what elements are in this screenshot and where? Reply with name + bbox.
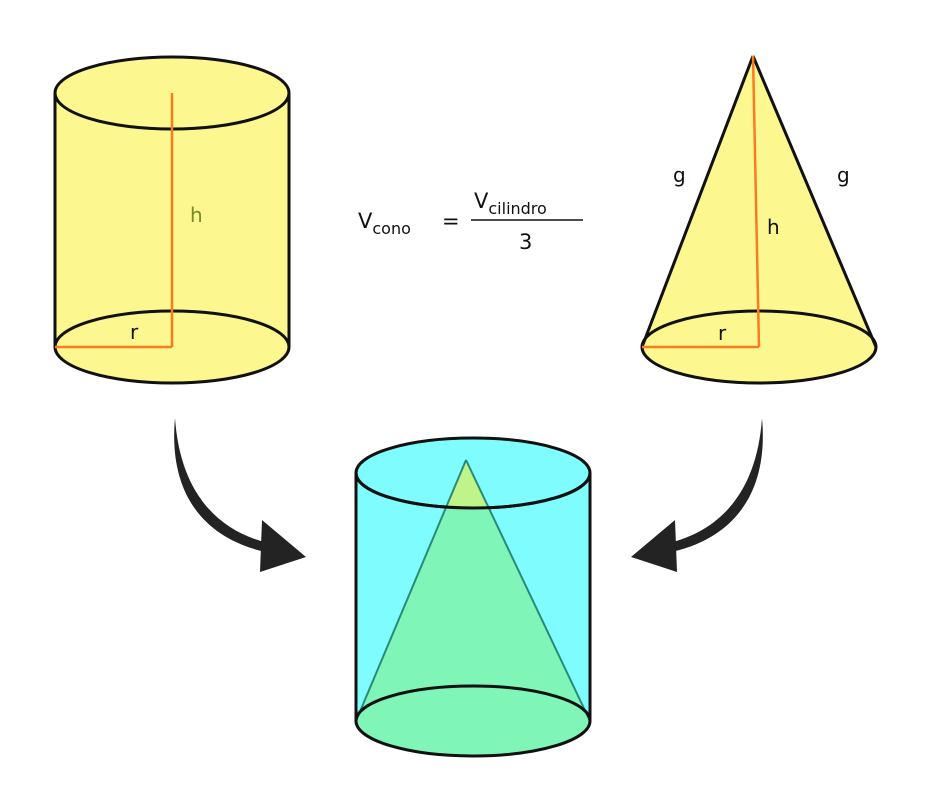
formula-lhs-subscript: cono — [372, 219, 411, 238]
cone-g-left-label: g — [673, 163, 686, 187]
combined-figure — [354, 436, 592, 758]
cone-h-label: h — [767, 215, 780, 239]
cylinder-figure: h r — [53, 55, 291, 385]
inscribed-cone-body — [356, 460, 590, 756]
cone-g-right-label: g — [837, 163, 850, 187]
cylinder-r-label: r — [130, 320, 139, 344]
curved-arrow-down-right-icon — [174, 418, 306, 572]
right-arrow-shaft — [667, 418, 763, 553]
combined-base-outline — [354, 684, 592, 758]
combined-top-front-rim — [354, 472, 592, 510]
cylinder-h-label: h — [190, 203, 203, 227]
left-arrow-shaft — [174, 418, 270, 553]
formula-numerator-symbol: V — [474, 189, 489, 213]
cone-right-slant — [751, 55, 878, 348]
inscribed-cone-left-slant — [355, 459, 467, 722]
curved-arrow-down-left-icon — [631, 418, 763, 572]
left-arrow-head — [260, 520, 306, 572]
right-arrow-head — [631, 520, 677, 572]
formula-numerator: Vcilindro — [474, 189, 547, 218]
inscribed-cone-tip — [447, 460, 487, 509]
formula-lhs-symbol: V — [358, 209, 373, 233]
formula-equals: = — [442, 209, 460, 233]
volume-formula: Vcono = Vcilindro 3 — [358, 189, 583, 254]
formula-numerator-subscript: cilindro — [488, 199, 546, 218]
cone-height-line — [751, 55, 761, 348]
cone-body — [642, 56, 876, 383]
inscribed-cone-right-slant — [465, 459, 591, 722]
cone-figure: g g h r — [640, 55, 878, 385]
cone-left-slant — [640, 55, 755, 348]
formula-denominator: 3 — [519, 230, 532, 254]
cone-r-label: r — [718, 321, 727, 345]
formula-lhs: Vcono — [358, 209, 411, 238]
